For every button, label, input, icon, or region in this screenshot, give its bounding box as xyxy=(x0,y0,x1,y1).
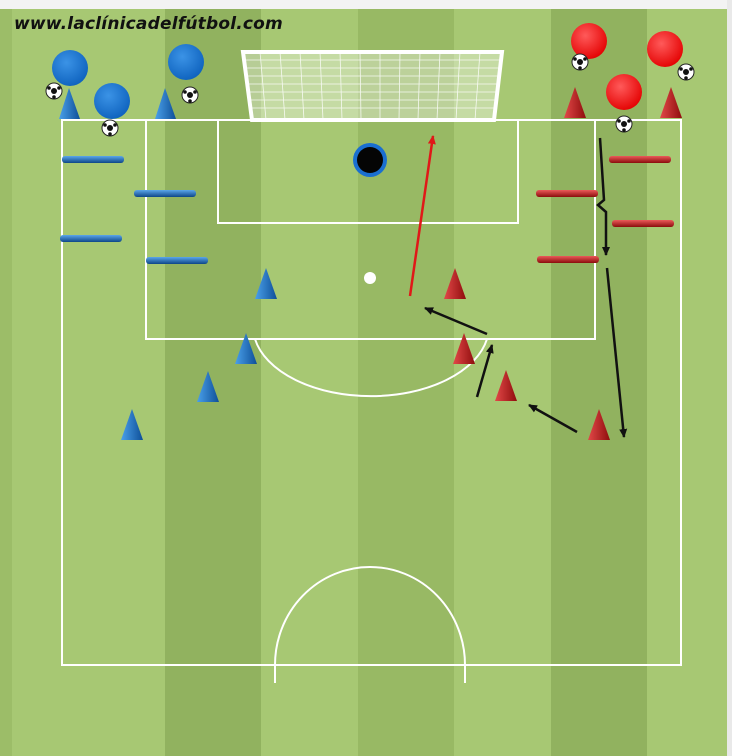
hurdle-icon xyxy=(146,257,208,264)
hurdle-icon xyxy=(612,220,674,227)
ball-icon xyxy=(46,83,62,99)
hurdle-icon xyxy=(134,190,196,197)
hurdle-icon xyxy=(62,156,124,163)
player-circle-icon xyxy=(571,23,607,59)
ball-icon xyxy=(572,54,588,70)
hurdle-icon xyxy=(536,190,598,197)
ball-icon xyxy=(616,116,632,132)
player-circle-icon xyxy=(168,44,204,80)
player-circle-icon xyxy=(94,83,130,119)
ball-icon xyxy=(102,120,118,136)
goal xyxy=(243,52,502,120)
goalkeeper-icon xyxy=(353,143,387,177)
player-circle-icon xyxy=(647,31,683,67)
hurdle-icon xyxy=(609,156,671,163)
hurdle-icon xyxy=(537,256,599,263)
player-circle-icon xyxy=(52,50,88,86)
player-circle-icon xyxy=(606,74,642,110)
ball-icon xyxy=(678,64,694,80)
penalty-spot xyxy=(364,272,376,284)
right-edge xyxy=(727,0,732,756)
ball-icon xyxy=(182,87,198,103)
site-watermark-label: www.laclínicadelfútbol.com xyxy=(14,14,283,34)
hurdle-icon xyxy=(60,235,122,242)
